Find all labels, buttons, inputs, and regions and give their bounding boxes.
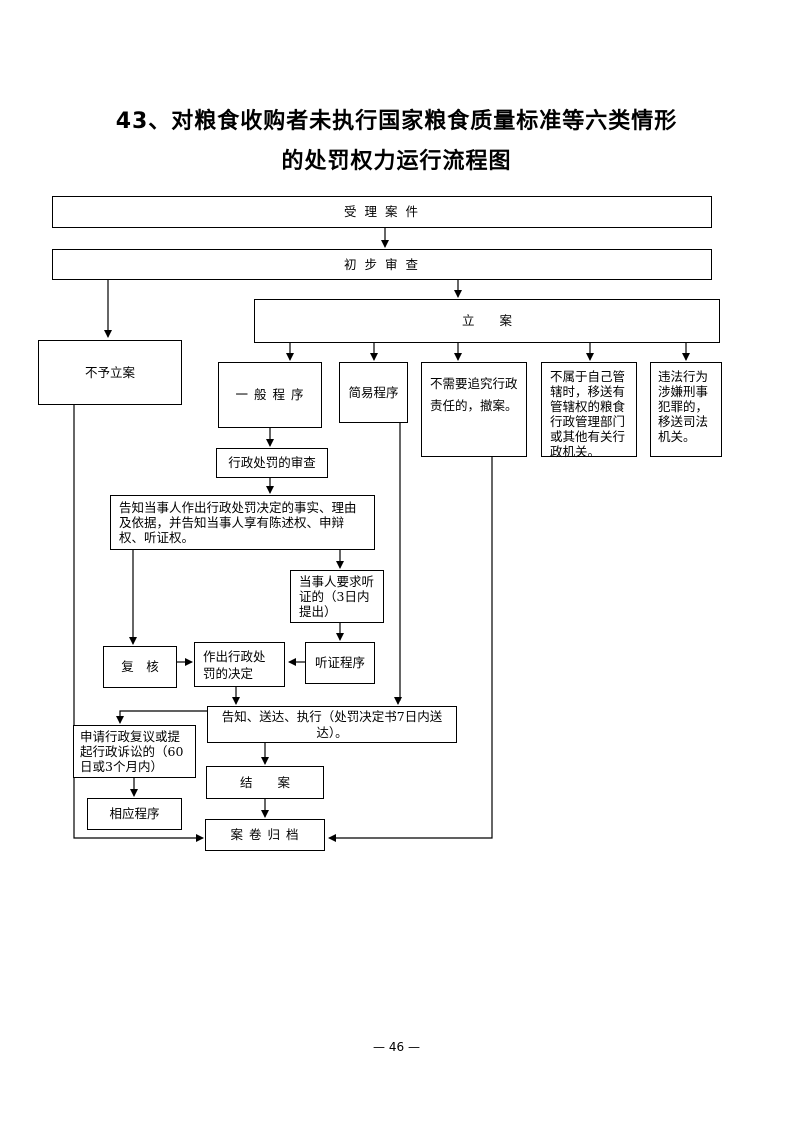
penalty-decision-box: 作出行政处罚的决定 [194, 642, 285, 687]
file-case-box: 立 案 [254, 299, 720, 343]
page-number: — 46 — [373, 1040, 420, 1054]
accept-case-box: 受 理 案 件 [52, 196, 712, 228]
notify-party-box: 告知当事人作出行政处罚决定的事实、理由及依据，并告知当事人享有陈述权、申辩权、听… [110, 495, 375, 550]
general-procedure-box: 一 般 程 序 [218, 362, 322, 428]
hearing-request-box: 当事人要求听证的（3日内提出） [290, 570, 384, 623]
criminal-transfer-box: 违法行为涉嫌刑事犯罪的，移送司法机关。 [650, 362, 722, 457]
no-case-box: 不予立案 [38, 340, 182, 405]
title-line-1: 43、对粮食收购者未执行国家粮食质量标准等六类情形 [115, 109, 678, 134]
no-liability-box: 不需要追究行政责任的，撤案。 [421, 362, 527, 457]
simple-procedure-box: 简易程序 [339, 362, 408, 423]
deliver-execute-box: 告知、送达、执行（处罚决定书7日内送达）。 [207, 706, 457, 743]
appeal-box: 申请行政复议或提起行政诉讼的（60日或3个月内） [73, 725, 196, 778]
close-case-box: 结 案 [206, 766, 324, 799]
preliminary-review-box: 初 步 审 查 [52, 249, 712, 280]
hearing-procedure-box: 听证程序 [305, 642, 375, 684]
archive-box: 案 卷 归 档 [205, 819, 325, 851]
title-line-2: 的处罚权力运行流程图 [281, 149, 512, 174]
corresponding-procedure-box: 相应程序 [87, 798, 182, 830]
penalty-review-box: 行政处罚的审查 [216, 448, 328, 478]
not-jurisdiction-box: 不属于自己管辖时，移送有管辖权的粮食行政管理部门或其他有关行政机关。 [541, 362, 637, 459]
recheck-box: 复 核 [103, 646, 177, 688]
